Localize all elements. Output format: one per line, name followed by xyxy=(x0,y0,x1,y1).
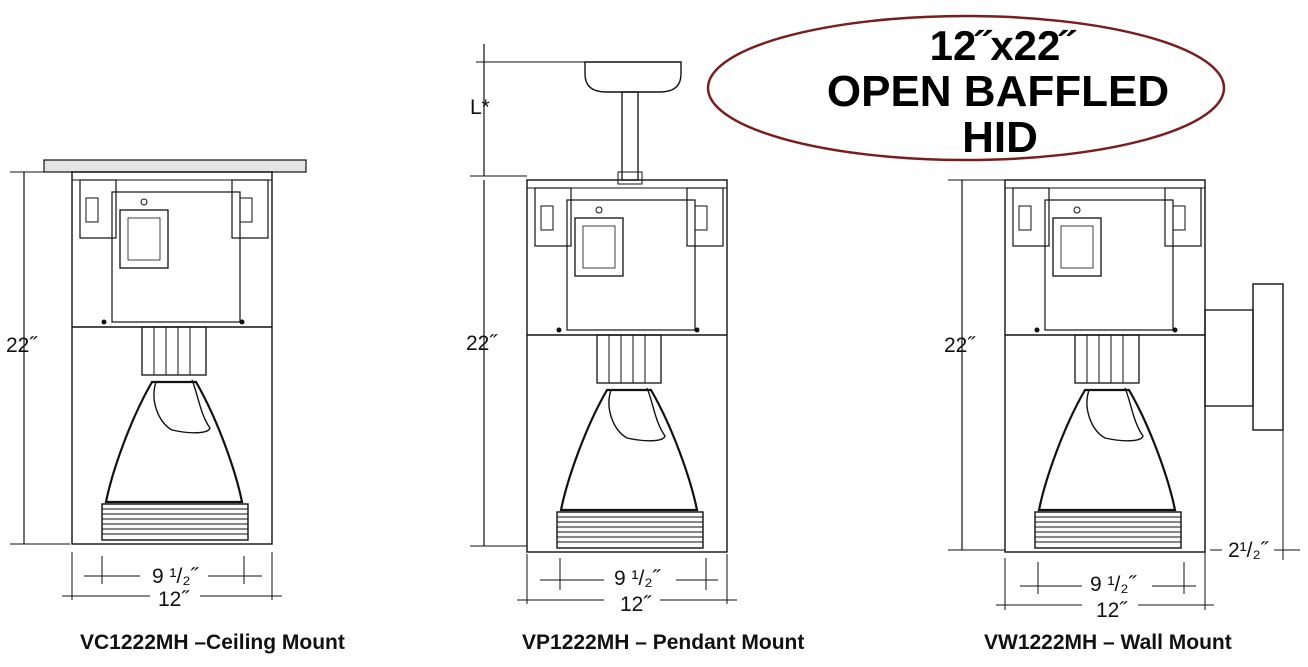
wall-inner-width-label: 9 ¹/₂˝ xyxy=(1090,573,1137,596)
ceiling-slab xyxy=(43,159,307,173)
pendant-canopy xyxy=(584,61,682,93)
badge-line-1: 12˝x22˝ xyxy=(930,22,1077,69)
pendant-outer-width-label: 12˝ xyxy=(620,593,652,616)
title-badge-ellipse xyxy=(706,14,1226,162)
pendant-height-label: 22˝ xyxy=(466,332,498,355)
ceiling-mount-drawing: 22˝ 9 ¹/₂˝ 12˝ VC1222MH –Ceiling Mount xyxy=(6,159,345,654)
ceiling-fixture-body xyxy=(70,170,274,546)
pendant-inner-width-label: 9 ¹/₂˝ xyxy=(614,567,661,590)
wall-bracket-arm xyxy=(1204,309,1254,407)
wall-mount-drawing: 22˝ 2¹/₂˝ 9 ¹/₂˝ 12˝ VW1222MH – Wall Mou… xyxy=(944,178,1300,654)
wall-outer-width-label: 12˝ xyxy=(1096,599,1128,622)
wall-fixture-body xyxy=(1003,178,1207,554)
pendant-stem xyxy=(621,91,639,181)
ceiling-height-label: 22˝ xyxy=(6,334,38,357)
title-badge: 12˝x22˝ OPEN BAFFLED HID xyxy=(706,14,1226,162)
ceiling-outer-width-label: 12˝ xyxy=(158,588,190,611)
wall-projection-label: 2¹/₂˝ xyxy=(1228,539,1270,562)
pendant-stem-length-label: L* xyxy=(470,96,490,119)
badge-line-2: OPEN BAFFLED xyxy=(827,67,1169,116)
ceiling-caption: VC1222MH –Ceiling Mount xyxy=(80,631,345,654)
wall-caption: VW1222MH – Wall Mount xyxy=(984,631,1232,654)
wall-height-label: 22˝ xyxy=(944,334,976,357)
badge-line-3: HID xyxy=(962,113,1038,162)
ceiling-inner-width-label: 9 ¹/₂˝ xyxy=(152,565,199,588)
pendant-mount-drawing: L* 22˝ 9 ¹/₂˝ 12˝ VP1222MH – Pendant Mou… xyxy=(466,44,804,654)
pendant-fixture-body xyxy=(525,178,729,554)
wall-plate xyxy=(1252,283,1284,431)
pendant-caption: VP1222MH – Pendant Mount xyxy=(522,631,804,654)
